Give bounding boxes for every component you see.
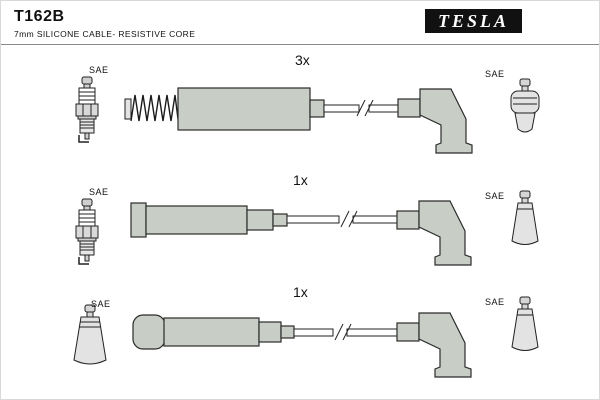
cable-row-2	[75, 190, 539, 266]
elbow-boot-icon	[396, 200, 472, 266]
cable-row-3	[73, 296, 539, 378]
cable-wire	[293, 323, 398, 341]
sae-label: SAE	[485, 297, 505, 307]
cable-wire	[286, 210, 398, 228]
sae-label: SAE	[485, 191, 505, 201]
cone-terminal-icon	[511, 296, 539, 351]
break-mark-icon	[334, 323, 344, 341]
quantity-label: 1x	[293, 172, 308, 188]
cone-terminal-icon	[73, 304, 107, 365]
cable-row-1	[75, 76, 540, 154]
cone-terminal-icon	[511, 190, 539, 245]
break-mark-icon	[364, 99, 374, 117]
spark-plug-icon	[75, 76, 99, 143]
break-mark-icon	[356, 99, 366, 117]
break-mark-icon	[348, 210, 358, 228]
straight-boot	[130, 202, 288, 238]
break-mark-icon	[342, 323, 352, 341]
break-mark-icon	[340, 210, 350, 228]
product-subtitle: 7mm SILICONE CABLE- RESISTIVE CORE	[14, 29, 196, 39]
tesla-logo: TESLA	[425, 9, 522, 33]
straight-boot	[132, 314, 295, 350]
part-number: T162B	[14, 8, 65, 25]
sae-label: SAE	[89, 187, 109, 197]
elbow-boot-icon	[397, 88, 473, 154]
header-divider	[1, 44, 599, 45]
spark-plug-icon	[75, 198, 99, 265]
sae-label: SAE	[485, 69, 505, 79]
straight-boot	[177, 87, 325, 131]
cable-wire	[323, 99, 399, 117]
elbow-boot-icon	[396, 312, 472, 378]
sae-label: SAE	[89, 65, 109, 75]
sae-label: SAE	[91, 299, 111, 309]
spring-section	[124, 94, 179, 122]
quantity-label: 1x	[293, 284, 308, 300]
quantity-label: 3x	[295, 52, 310, 68]
barrel-terminal-icon	[510, 78, 540, 133]
